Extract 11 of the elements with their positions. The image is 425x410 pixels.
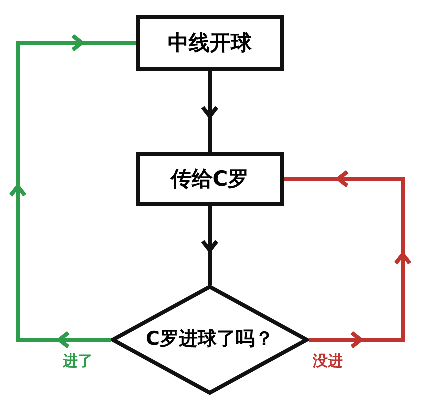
process-box — [136, 15, 284, 71]
step-label: 中线开球 — [168, 30, 252, 56]
arrow — [201, 204, 219, 287]
edge-label: 进了 — [63, 352, 93, 371]
arrow — [9, 34, 138, 349]
arrow — [282, 170, 412, 349]
step-label: 传给C罗 — [170, 166, 250, 192]
step-label: C罗进球了吗？ — [146, 328, 274, 352]
edge-label: 没进 — [313, 352, 343, 371]
arrow — [201, 69, 219, 154]
process-box — [136, 152, 284, 206]
